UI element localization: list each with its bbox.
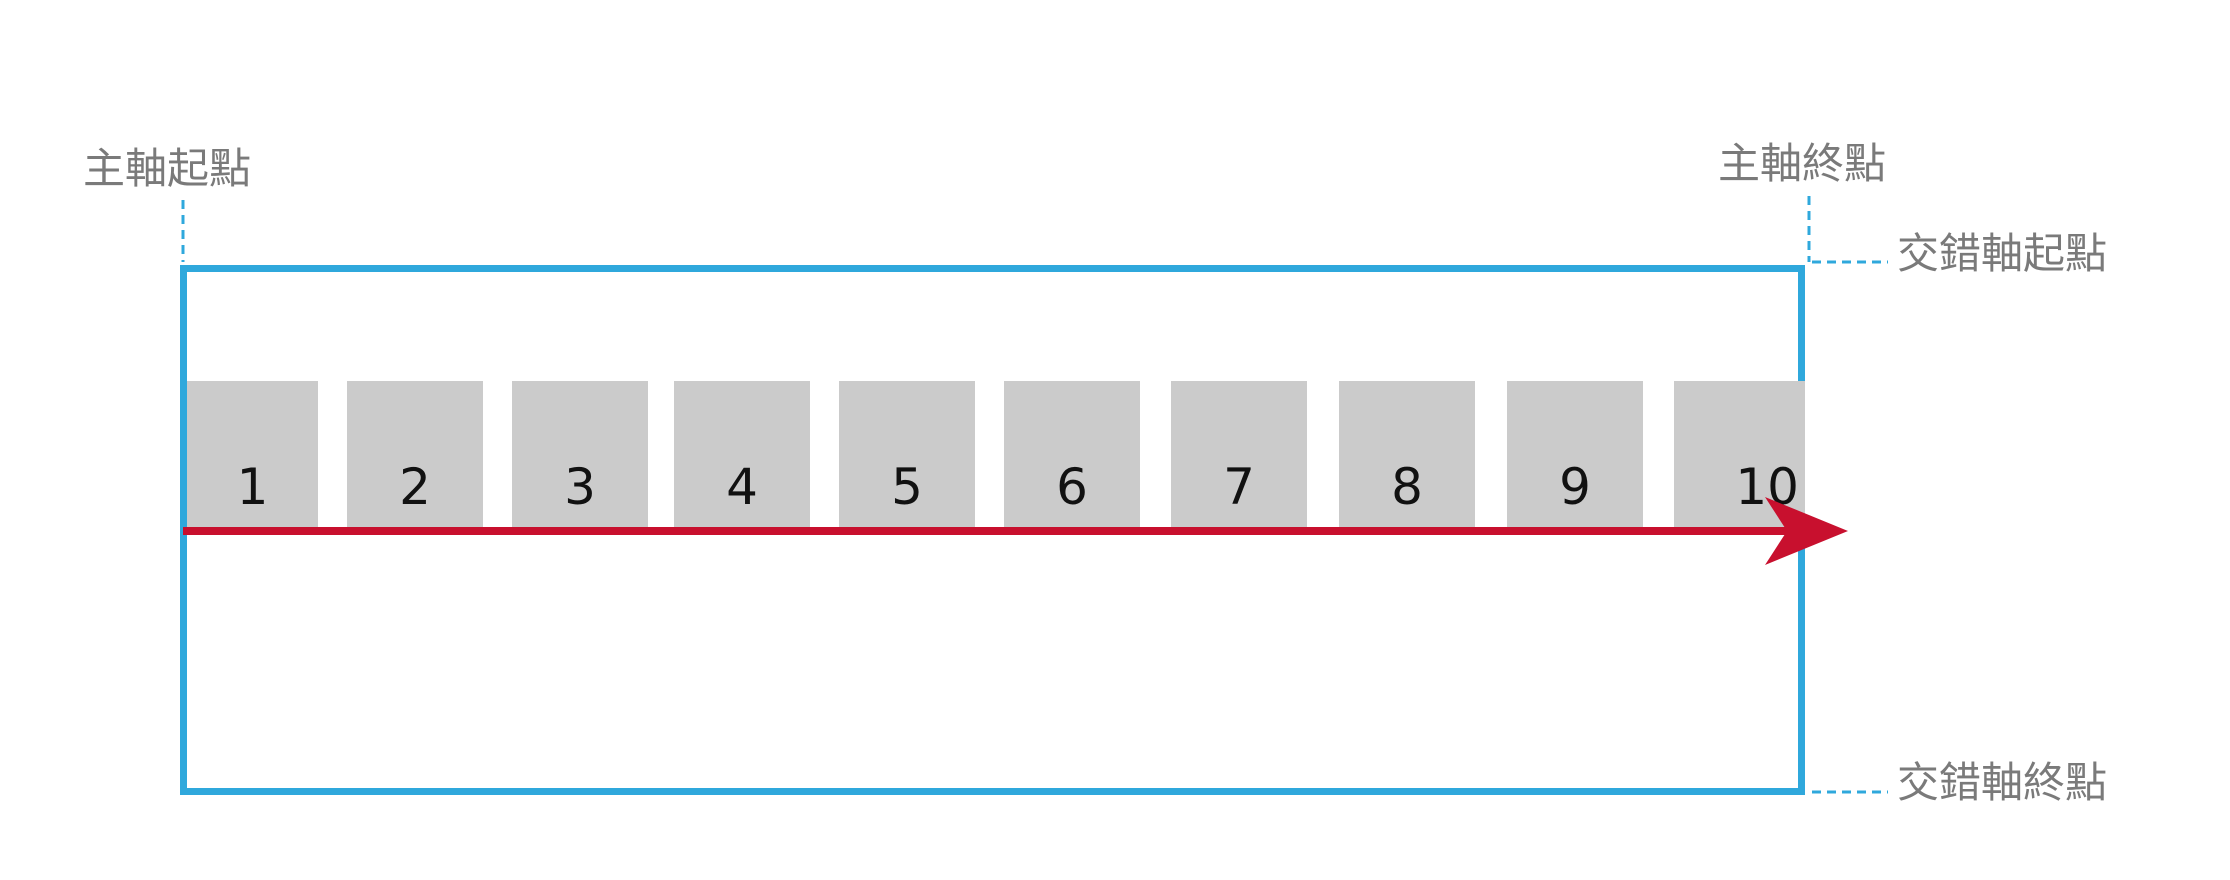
main-axis-end-label: 主軸終點 [1718,139,1887,188]
flex-item: 3 [512,381,648,528]
flex-item-number: 4 [726,458,758,516]
flex-item-number: 6 [1056,458,1088,516]
flex-item: 6 [1004,381,1140,528]
flex-item: 2 [347,381,483,528]
cross-axis-start-label: 交錯軸起點 [1897,229,2108,278]
flex-container-box [180,265,1805,795]
flex-item-number: 2 [399,458,431,516]
flex-item-number: 5 [891,458,923,516]
flex-item: 7 [1171,381,1307,528]
flex-item: 4 [674,381,810,528]
flex-item-number: 7 [1223,458,1255,516]
flex-item-number: 3 [564,458,596,516]
flex-item: 8 [1339,381,1475,528]
flex-item: 10 [1674,381,1805,528]
flex-item-number: 10 [1735,458,1799,516]
flex-item-number: 1 [236,458,269,516]
flex-item: 9 [1507,381,1643,528]
main-axis-start-label: 主軸起點 [83,144,252,193]
flex-item-number: 8 [1391,458,1423,516]
flex-item: 1 [187,381,318,528]
flex-item: 5 [839,381,975,528]
flex-item-number: 9 [1559,458,1591,516]
cross-axis-end-label: 交錯軸終點 [1897,758,2108,807]
